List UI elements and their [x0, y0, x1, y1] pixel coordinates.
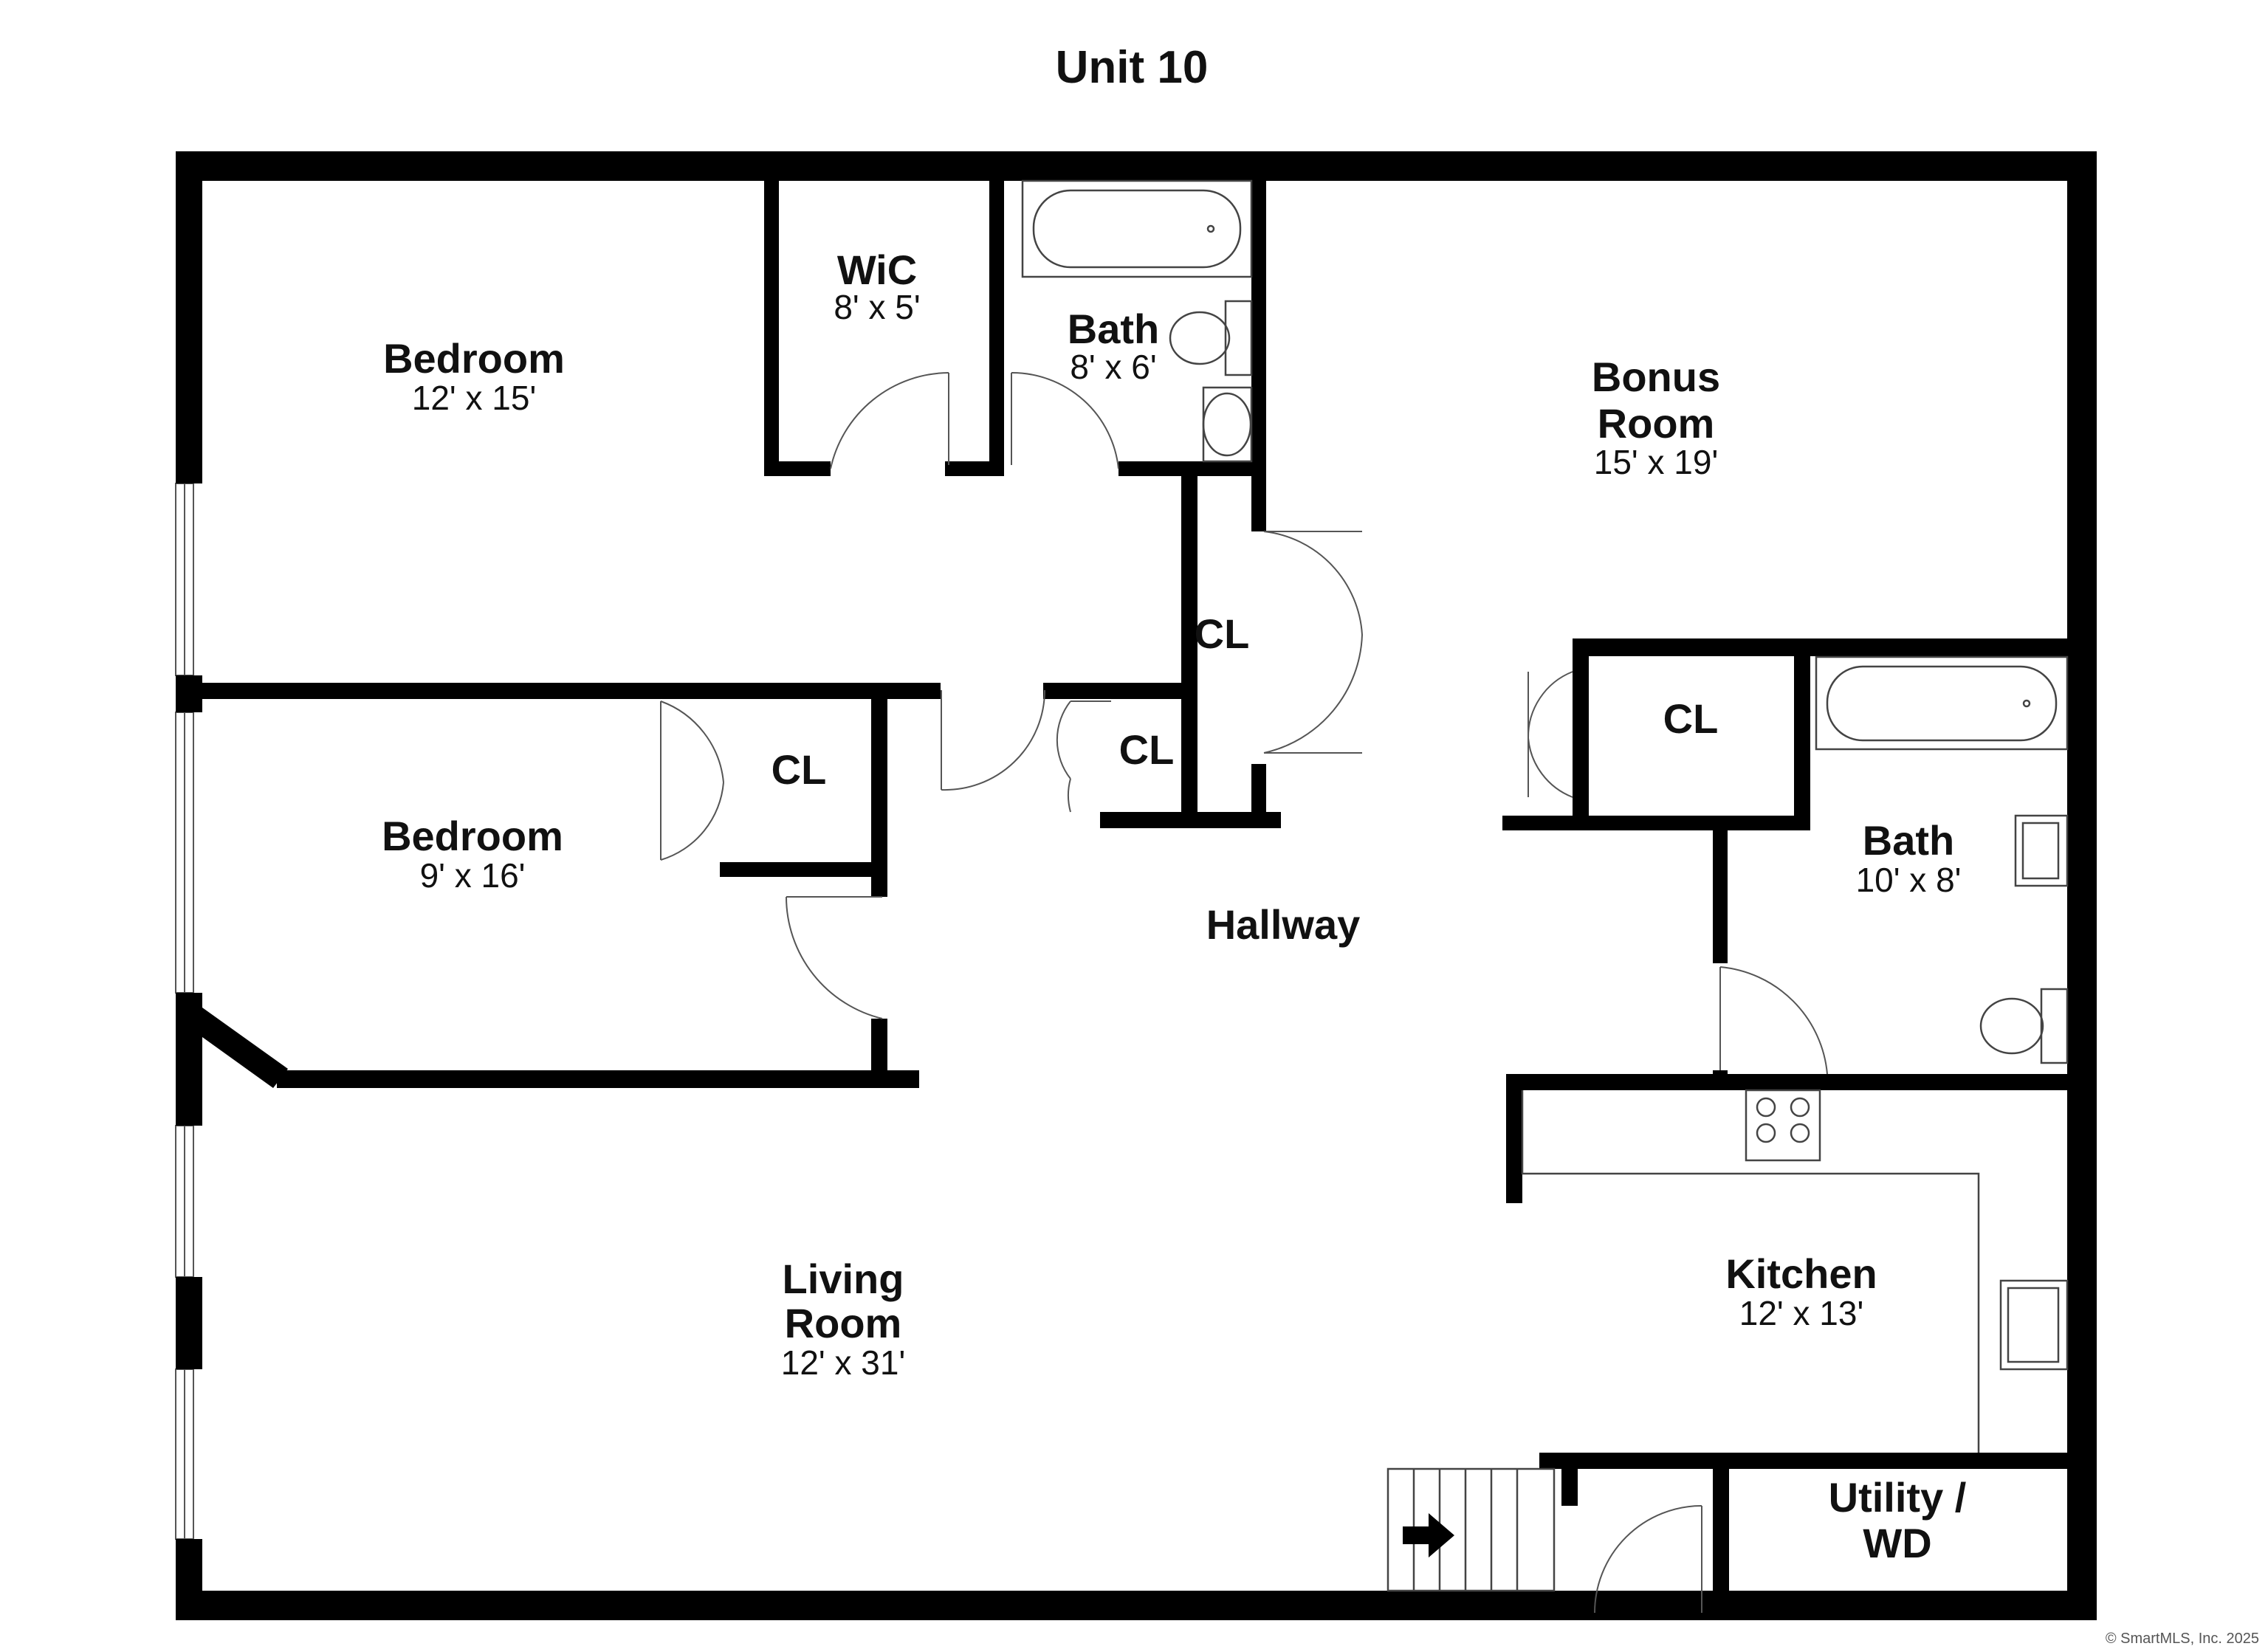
room-name-bath-lower: Bath	[1863, 817, 1954, 864]
doors	[660, 371, 1828, 1614]
room-name-utility-2: WD	[1863, 1520, 1931, 1566]
sink-upper	[1202, 386, 1253, 463]
room-name-living-2: Room	[785, 1300, 902, 1346]
room-dims-bedroom-main: 12' x 15'	[412, 379, 536, 417]
room-dims-bath-upper: 8' x 6'	[1070, 348, 1156, 386]
room-name-living-1: Living	[783, 1256, 904, 1302]
room-name-bath-upper: Bath	[1068, 306, 1159, 352]
fixtures	[1021, 179, 2069, 1592]
room-name-kitchen: Kitchen	[1725, 1250, 1877, 1297]
bathtub-upper	[1021, 179, 1253, 278]
room-dims-bedroom-second: 9' x 16'	[420, 856, 526, 895]
walls	[176, 151, 2097, 1620]
closet-label-hall-tall: CL	[1195, 610, 1250, 657]
room-dims-bath-lower: 10' x 8'	[1856, 861, 1962, 899]
room-name-hallway: Hallway	[1206, 901, 1361, 948]
kitchen-counter	[1521, 1090, 2069, 1453]
entry-arrow-icon	[1403, 1513, 1454, 1557]
windows	[175, 483, 194, 1540]
room-dims-living: 12' x 31'	[781, 1343, 905, 1382]
toilet-upper	[1169, 300, 1253, 376]
room-name-bonus-2: Room	[1598, 400, 1715, 447]
room-dims-wic: 8' x 5'	[834, 288, 920, 326]
room-name-utility-1: Utility /	[1829, 1474, 1967, 1521]
room-labels: Bedroom 12' x 15' WiC 8' x 5' Bath 8' x …	[382, 247, 1967, 1566]
room-name-wic: WiC	[837, 247, 917, 293]
closet-label-bath: CL	[1663, 695, 1719, 742]
room-name-bedroom-main: Bedroom	[383, 335, 565, 382]
room-dims-kitchen: 12' x 13'	[1739, 1294, 1863, 1332]
stove	[1745, 1089, 1821, 1162]
plan-title: Unit 10	[1056, 42, 1209, 93]
bathtub-lower	[1815, 655, 2069, 751]
closet-label-bedroom: CL	[772, 746, 827, 793]
room-name-bedroom-second: Bedroom	[382, 813, 563, 859]
copyright-credit: © SmartMLS, Inc. 2025	[2106, 1631, 2259, 1647]
sink-lower	[2014, 814, 2069, 887]
room-dims-bonus: 15' x 19'	[1594, 443, 1718, 481]
room-name-bonus-1: Bonus	[1592, 354, 1720, 400]
closet-label-hall-small: CL	[1119, 726, 1175, 773]
toilet-lower	[1979, 988, 2069, 1064]
